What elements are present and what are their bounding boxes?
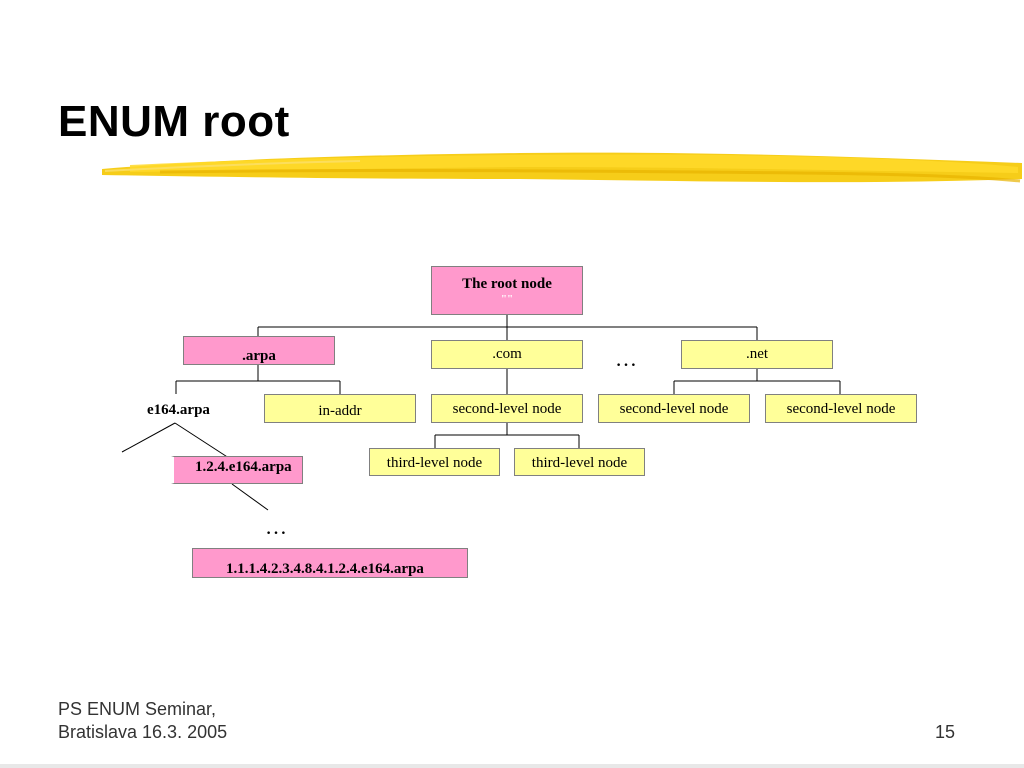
highlighter-underline [102,152,1022,183]
third-level-node-1: third-level node [369,448,500,476]
e164-arpa-label: e164.arpa [147,402,210,418]
com-node: .com [431,340,583,369]
arpa-node: .arpa [183,336,335,365]
in-addr-node: in-addr [264,394,416,423]
tld-ellipsis: … [615,346,637,371]
net-node: .net [681,340,833,369]
slide-title: ENUM root [58,97,290,146]
root-node-label: The root node [462,276,552,292]
root-node: The root node "" [431,266,583,315]
footer-text: PS ENUM Seminar, Bratislava 16.3. 2005 [58,698,227,744]
net-second-level-node-1: second-level node [598,394,750,423]
e164-ellipsis: … [265,514,287,539]
footer-line-1: PS ENUM Seminar, [58,699,217,719]
root-node-sublabel: "" [500,293,514,305]
bottom-edge [0,764,1024,768]
e164-child-node: 1.2.4.e164.arpa [171,456,303,484]
third-level-node-2: third-level node [514,448,645,476]
page-number: 15 [935,722,956,742]
com-second-level-node: second-level node [431,394,583,423]
footer-line-2: Bratislava 16.3. 2005 [58,722,228,742]
full-number-node: 1.1.1.4.2.3.4.8.4.1.2.4.e164.arpa [192,548,468,578]
net-second-level-node-2: second-level node [765,394,917,423]
